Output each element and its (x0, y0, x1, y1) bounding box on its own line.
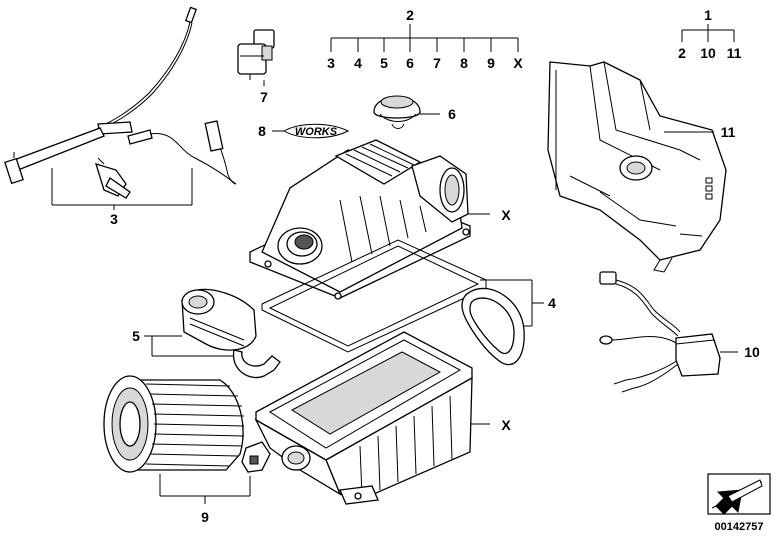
badge-part: 8 WORKS (258, 123, 350, 139)
legend-item-9: 9 (487, 55, 495, 71)
harness-part: 10 (599, 271, 760, 393)
legend-group-1: 1 2 10 11 (678, 7, 742, 61)
valve-part: 7 (237, 29, 275, 105)
callout-muffler: 5 (132, 328, 140, 344)
legend-header-1: 1 (704, 7, 712, 23)
callout-seal-ring: 4 (548, 295, 556, 311)
upper-housing-part: X (249, 139, 511, 300)
diagram-ref-box: 00142757 (707, 473, 771, 533)
legend-item-x: X (513, 55, 523, 71)
muffler-part: 5 (132, 288, 281, 379)
legend-header-2: 2 (406, 7, 414, 23)
diagram-number: 00142757 (715, 521, 764, 533)
callout-sensor-wire: 3 (110, 211, 118, 227)
legend-item-7: 7 (433, 55, 441, 71)
callout-bracket: 11 (721, 124, 736, 140)
sensor-wire-part: 3 (4, 6, 237, 227)
legend-item-4: 4 (354, 55, 362, 71)
legend-item-r2: 2 (678, 45, 686, 61)
legend-group-2: 2 3 4 5 6 7 8 9 X (327, 7, 523, 71)
callout-badge: 8 (258, 123, 266, 139)
legend-item-3: 3 (327, 55, 335, 71)
legend-item-6: 6 (406, 55, 414, 71)
callout-lower-housing: X (501, 417, 511, 433)
legend-item-r10: 10 (700, 45, 716, 61)
legend-item-r11: 11 (727, 45, 742, 61)
callout-harness: 10 (744, 344, 760, 360)
badge-lettering: WORKS (295, 126, 338, 138)
legend-item-8: 8 (460, 55, 468, 71)
seal-ring-part: 4 (461, 279, 556, 366)
callout-upper-housing: X (501, 207, 511, 223)
mount-cap-part: 6 (373, 95, 456, 129)
callout-valve: 7 (260, 89, 268, 105)
legend-item-5: 5 (380, 55, 388, 71)
callout-mount-cap: 6 (448, 106, 456, 122)
filter-part: 9 (103, 375, 271, 525)
lower-housing-part: X (254, 331, 511, 505)
bracket-part: 11 (547, 61, 736, 273)
callout-filter: 9 (201, 509, 209, 525)
